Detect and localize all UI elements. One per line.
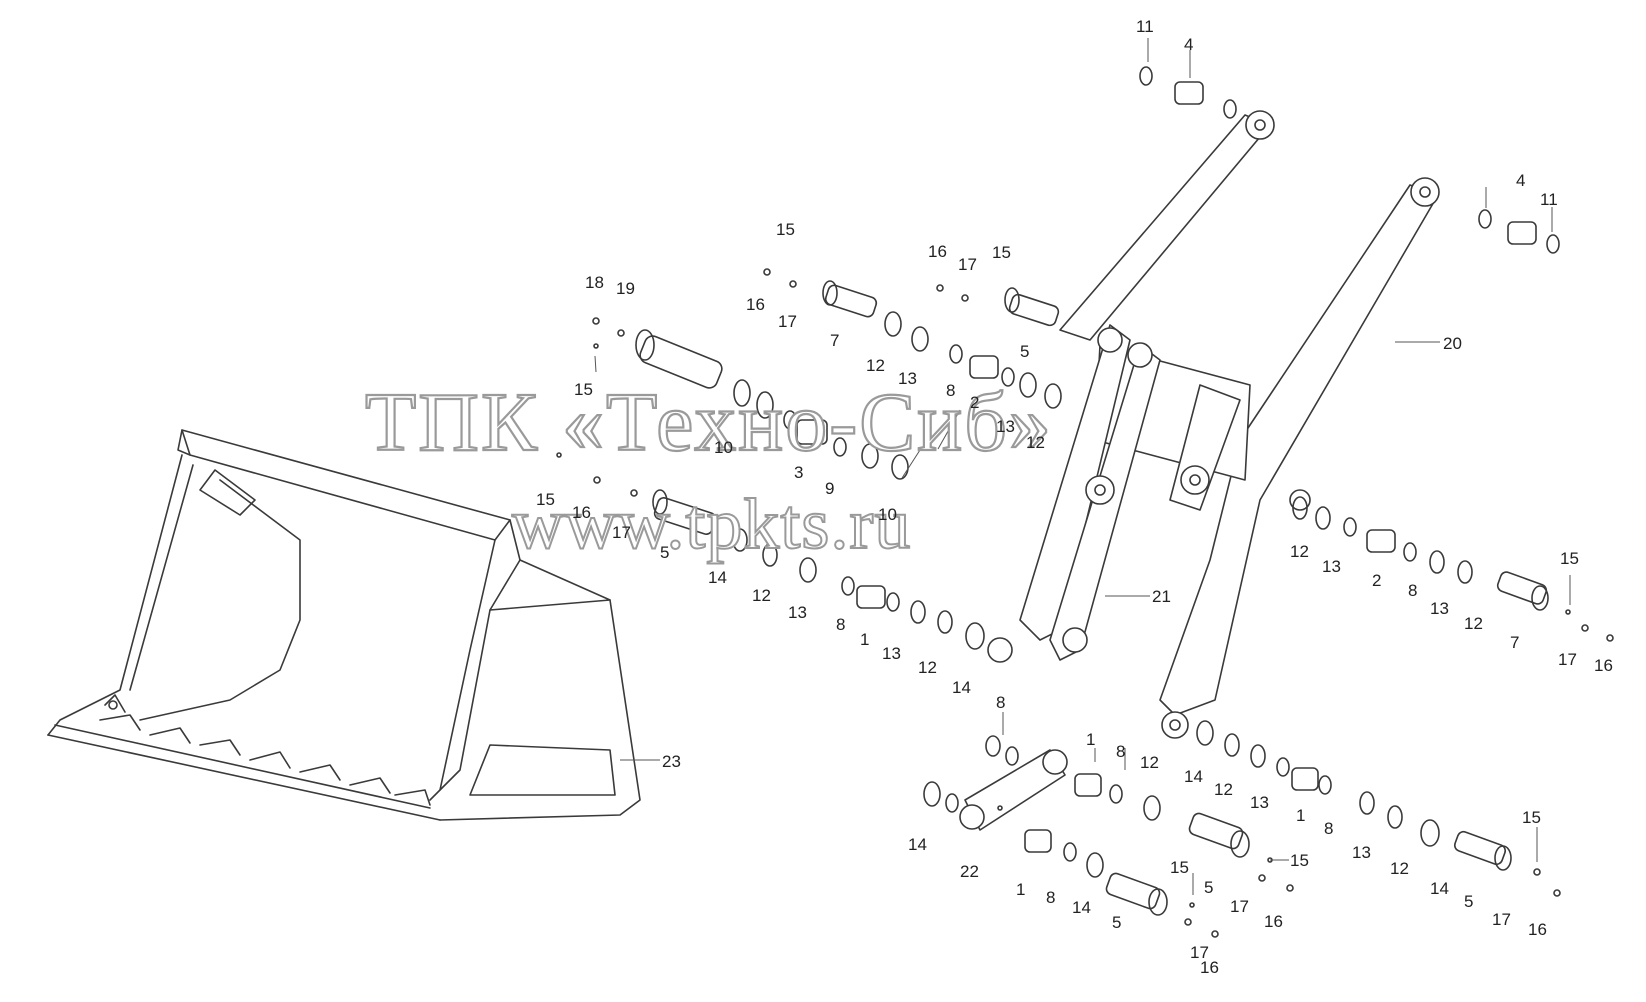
label-5: 5 bbox=[1020, 342, 1029, 361]
label-15: 15 bbox=[1290, 851, 1309, 870]
label-16: 16 bbox=[1528, 920, 1547, 939]
link-22 bbox=[959, 749, 1068, 831]
label-17: 17 bbox=[612, 523, 631, 542]
label-23: 23 bbox=[662, 752, 681, 771]
label-12: 12 bbox=[1290, 542, 1309, 561]
label-18: 18 bbox=[585, 273, 604, 292]
label-5: 5 bbox=[1112, 913, 1121, 932]
watermark-line1: ТПК «Техно-Сиб» bbox=[365, 376, 1053, 469]
label-16: 16 bbox=[572, 503, 591, 522]
label-16: 16 bbox=[1264, 912, 1283, 931]
label-13: 13 bbox=[882, 644, 901, 663]
label-21: 21 bbox=[1152, 587, 1171, 606]
label-14: 14 bbox=[908, 835, 927, 854]
label-13: 13 bbox=[996, 417, 1015, 436]
label-17: 17 bbox=[1230, 897, 1249, 916]
label-16: 16 bbox=[1594, 656, 1613, 675]
label-17: 17 bbox=[1190, 943, 1209, 962]
label-12: 12 bbox=[1140, 753, 1159, 772]
label-12: 12 bbox=[918, 658, 937, 677]
label-16: 16 bbox=[928, 242, 947, 261]
bucket bbox=[47, 429, 641, 821]
label-19: 19 bbox=[616, 279, 635, 298]
watermark-line2: www.tpkts.ru bbox=[512, 484, 911, 564]
upper-boom-arm bbox=[1059, 110, 1275, 341]
label-20: 20 bbox=[1443, 334, 1462, 353]
label-1: 1 bbox=[1086, 730, 1095, 749]
label-14: 14 bbox=[952, 678, 971, 697]
label-10: 10 bbox=[714, 438, 733, 457]
label-12: 12 bbox=[1390, 859, 1409, 878]
label-17: 17 bbox=[1492, 910, 1511, 929]
label-5: 5 bbox=[1464, 892, 1473, 911]
label-5: 5 bbox=[660, 543, 669, 562]
label-1: 1 bbox=[860, 630, 869, 649]
label-15: 15 bbox=[1560, 549, 1579, 568]
label-1: 1 bbox=[1296, 806, 1305, 825]
label-12: 12 bbox=[1026, 433, 1045, 452]
label-7: 7 bbox=[830, 331, 839, 350]
label-4: 4 bbox=[1516, 171, 1525, 190]
label-13: 13 bbox=[788, 603, 807, 622]
label-1: 1 bbox=[1016, 880, 1025, 899]
label-12: 12 bbox=[1464, 614, 1483, 633]
label-4: 4 bbox=[1184, 35, 1193, 54]
label-8: 8 bbox=[946, 381, 955, 400]
label-10: 10 bbox=[878, 505, 897, 524]
label-8: 8 bbox=[1116, 742, 1125, 761]
label-16: 16 bbox=[1200, 958, 1219, 977]
label-2: 2 bbox=[970, 393, 979, 412]
label-14: 14 bbox=[1184, 767, 1203, 786]
label-14: 14 bbox=[1430, 879, 1449, 898]
label-12: 12 bbox=[752, 586, 771, 605]
label-15: 15 bbox=[776, 220, 795, 239]
label-8: 8 bbox=[996, 693, 1005, 712]
label-17: 17 bbox=[1558, 650, 1577, 669]
label-2: 2 bbox=[1372, 571, 1381, 590]
label-15: 15 bbox=[1170, 858, 1189, 877]
right-boom-arm bbox=[1159, 177, 1440, 739]
label-17: 17 bbox=[778, 312, 797, 331]
label-14: 14 bbox=[708, 568, 727, 587]
label-13: 13 bbox=[1430, 599, 1449, 618]
label-17: 17 bbox=[958, 255, 977, 274]
label-9: 9 bbox=[825, 479, 834, 498]
label-22: 22 bbox=[960, 862, 979, 881]
label-13: 13 bbox=[1352, 843, 1371, 862]
callout-labels: 11 4 4 11 20 21 22 23 15 16 17 7 16 17 1… bbox=[536, 17, 1613, 977]
label-16: 16 bbox=[746, 295, 765, 314]
label-8: 8 bbox=[836, 615, 845, 634]
label-15: 15 bbox=[574, 380, 593, 399]
leader-lines bbox=[594, 38, 1571, 895]
watermark: ТПК «Техно-Сиб» www.tpkts.ru bbox=[364, 375, 1053, 565]
label-12: 12 bbox=[866, 356, 885, 375]
label-13: 13 bbox=[898, 369, 917, 388]
label-13: 13 bbox=[1250, 793, 1269, 812]
label-5: 5 bbox=[1204, 878, 1213, 897]
label-3: 3 bbox=[794, 463, 803, 482]
label-11: 11 bbox=[1540, 190, 1558, 209]
hardware bbox=[556, 66, 1614, 938]
boom-frame bbox=[987, 324, 1251, 663]
label-15: 15 bbox=[536, 490, 555, 509]
label-8: 8 bbox=[1046, 888, 1055, 907]
label-12: 12 bbox=[1214, 780, 1233, 799]
label-13: 13 bbox=[1322, 557, 1341, 576]
label-8: 8 bbox=[1324, 819, 1333, 838]
label-7: 7 bbox=[1510, 633, 1519, 652]
label-11: 11 bbox=[1136, 17, 1154, 36]
label-14: 14 bbox=[1072, 898, 1091, 917]
label-15: 15 bbox=[992, 243, 1011, 262]
label-8: 8 bbox=[1408, 581, 1417, 600]
label-15: 15 bbox=[1522, 808, 1541, 827]
